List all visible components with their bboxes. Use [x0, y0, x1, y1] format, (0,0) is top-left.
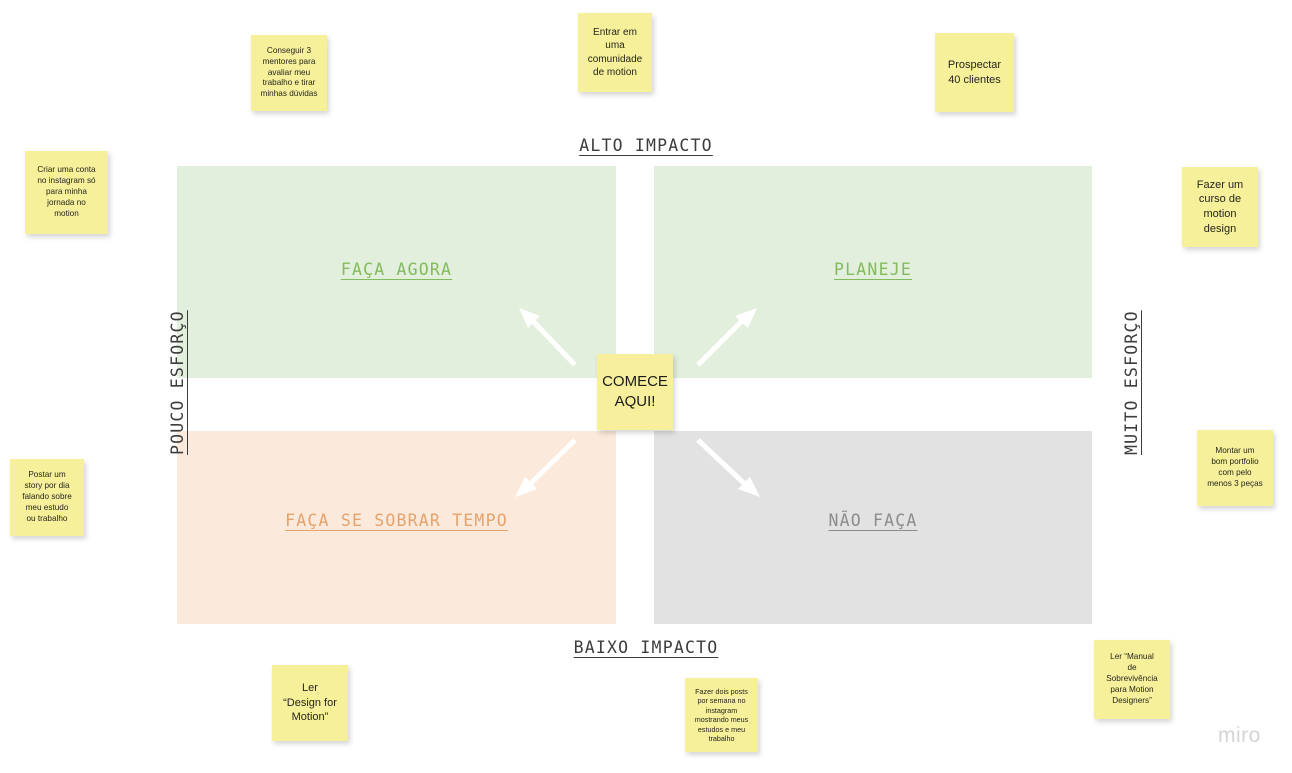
quadrant-label-do-now: FAÇA AGORA: [340, 260, 453, 279]
quadrant-plan[interactable]: PLANEJE: [654, 166, 1092, 378]
axis-label-low-impact-text: BAIXO IMPACTO: [573, 638, 719, 657]
sticky-note[interactable]: Postar um story por dia falando sobre me…: [10, 459, 84, 536]
sticky-note-start-here[interactable]: COMECE AQUI!: [597, 354, 673, 430]
quadrant-do-now[interactable]: FAÇA AGORA: [177, 166, 616, 378]
axis-label-little-effort: POUCO ESFORÇO: [168, 310, 187, 455]
quadrant-label-if-time: FAÇA SE SOBRAR TEMPO: [285, 511, 508, 530]
quadrant-if-time[interactable]: FAÇA SE SOBRAR TEMPO: [177, 431, 616, 624]
sticky-note[interactable]: Criar uma conta no instagram só para min…: [25, 151, 108, 234]
sticky-note[interactable]: Conseguir 3 mentores para avaliar meu tr…: [251, 35, 327, 111]
sticky-note[interactable]: Entrar em uma comunidade de motion: [578, 13, 652, 92]
sticky-note[interactable]: Fazer dois posts por semana no instagram…: [685, 678, 758, 752]
quadrant-label-dont: NÃO FAÇA: [828, 511, 918, 530]
quadrant-label-plan: PLANEJE: [834, 260, 912, 279]
sticky-note[interactable]: Montar um bom portfolio com pelo menos 3…: [1197, 430, 1273, 506]
miro-watermark: miro: [1218, 724, 1261, 747]
sticky-note[interactable]: Ler “Design for Motion”: [272, 665, 348, 741]
axis-label-high-impact: ALTO IMPACTO: [0, 136, 1292, 155]
quadrant-dont[interactable]: NÃO FAÇA: [654, 431, 1092, 624]
sticky-note[interactable]: Ler “Manual de Sobrevivência para Motion…: [1094, 640, 1170, 719]
sticky-note[interactable]: Fazer um curso de motion design: [1182, 167, 1258, 247]
axis-label-high-impact-text: ALTO IMPACTO: [579, 136, 713, 155]
axis-label-low-impact: BAIXO IMPACTO: [0, 638, 1292, 657]
axis-label-much-effort: MUITO ESFORÇO: [1122, 310, 1141, 455]
sticky-note[interactable]: Prospectar 40 clientes: [935, 33, 1014, 112]
